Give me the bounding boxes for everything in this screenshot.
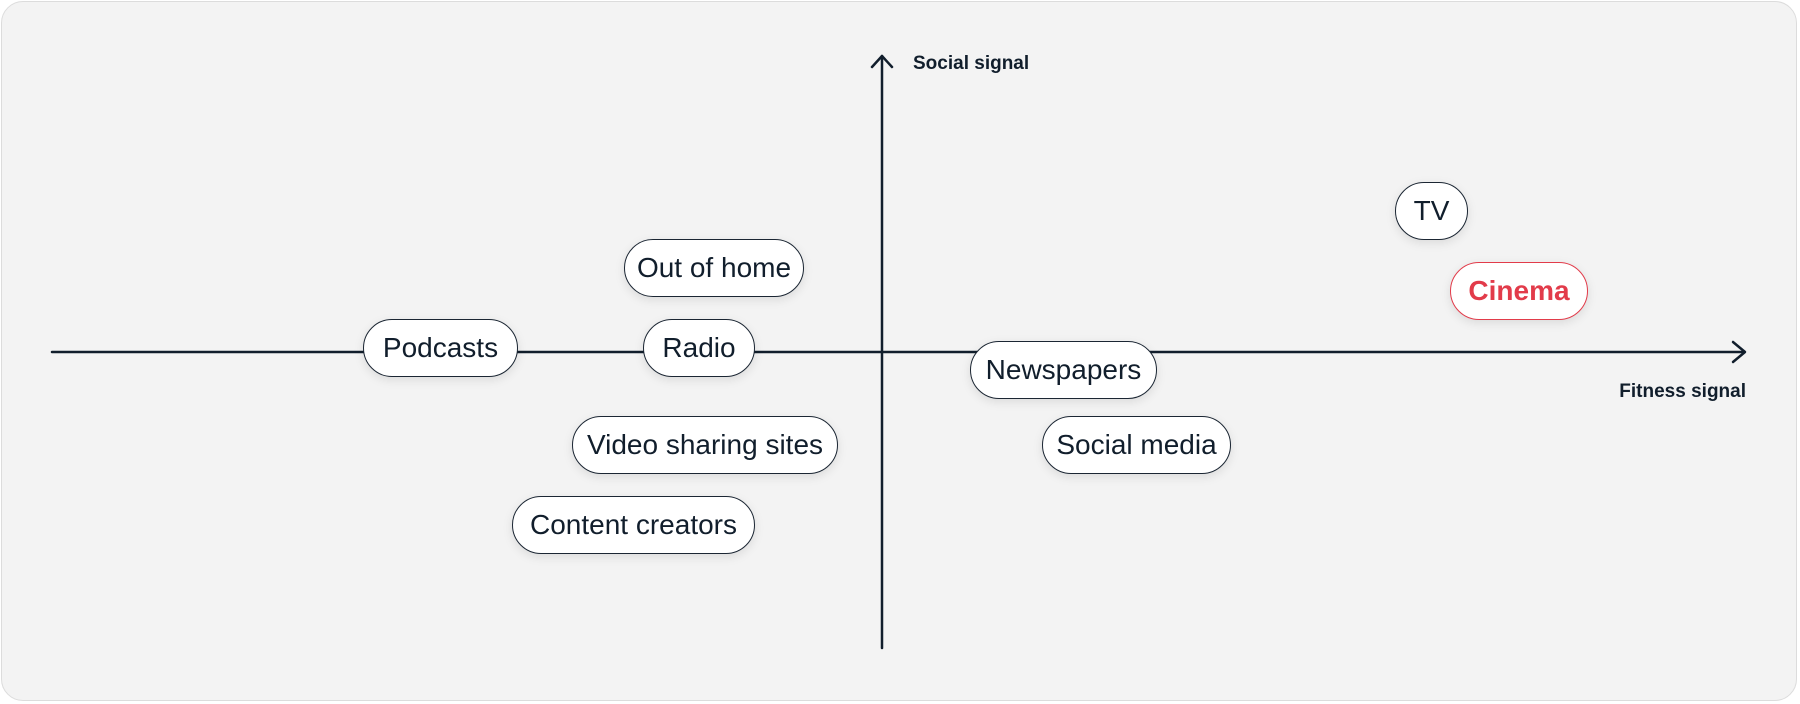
pill-video-sharing-sites: Video sharing sites [572,416,838,474]
pill-cinema: Cinema [1450,262,1588,320]
y-axis-arrowhead [870,54,894,69]
pill-social-media: Social media [1042,416,1231,474]
pill-podcasts: Podcasts [363,319,518,377]
pill-radio: Radio [643,319,755,377]
x-axis-label: Fitness signal [1619,381,1746,402]
pill-content-creators: Content creators [512,496,755,554]
y-axis-label: Social signal [913,53,1030,74]
pill-out-of-home: Out of home [624,239,804,297]
pill-newspapers: Newspapers [970,341,1157,399]
pill-tv: TV [1395,182,1468,240]
x-axis-arrowhead [1731,340,1747,364]
